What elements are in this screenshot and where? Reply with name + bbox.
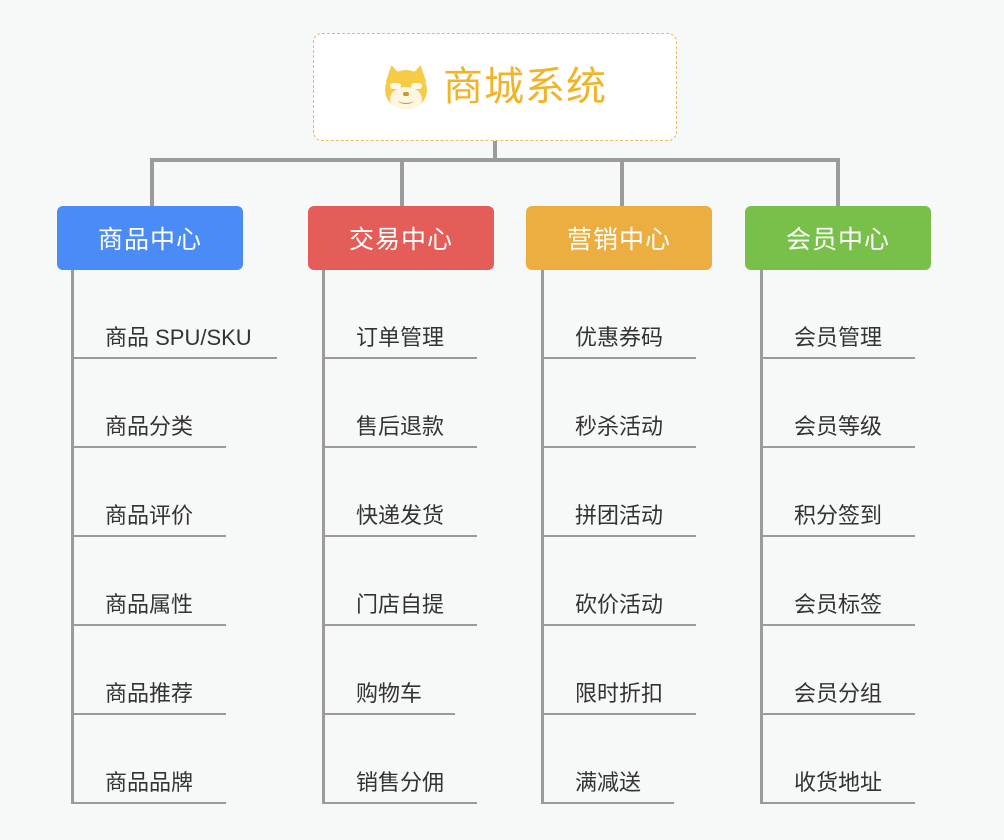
leaf-item-label: 商品属性: [105, 591, 194, 617]
category-label: 会员中心: [785, 226, 890, 254]
connector-root-stem: [493, 141, 497, 162]
leaf-item-label: 商品品牌: [105, 769, 194, 795]
leaf-item-label: 限时折扣: [575, 680, 664, 706]
connector-horizontal-bus: [150, 158, 840, 162]
leaf-item-label: 订单管理: [356, 324, 445, 350]
leaf-item-label: 门店自提: [356, 591, 445, 617]
leaf-rail: [541, 270, 544, 804]
leaf-item[interactable]: 购物车: [322, 626, 455, 715]
leaf-item[interactable]: 优惠券码: [541, 270, 696, 359]
leaf-item[interactable]: 砍价活动: [541, 537, 696, 626]
leaf-item[interactable]: 门店自提: [322, 537, 477, 626]
leaf-item[interactable]: 会员标签: [760, 537, 915, 626]
leaf-item-label: 销售分佣: [356, 769, 445, 795]
connector-drop-4: [836, 158, 840, 208]
leaf-item-label: 砍价活动: [575, 591, 664, 617]
leaf-item[interactable]: 订单管理: [322, 270, 477, 359]
leaf-item-label: 快递发货: [356, 502, 445, 528]
leaf-item-label: 拼团活动: [575, 502, 664, 528]
leaf-item-label: 优惠券码: [575, 324, 664, 350]
leaf-rail: [71, 270, 74, 804]
category-box-marketing-center[interactable]: 营销中心: [526, 206, 712, 270]
leaf-item-label: 商品 SPU/SKU: [105, 324, 252, 350]
leaf-item[interactable]: 商品分类: [71, 359, 226, 448]
leaf-item-label: 会员标签: [794, 591, 883, 617]
leaf-item[interactable]: 满减送: [541, 715, 674, 804]
leaf-item-label: 商品推荐: [105, 680, 194, 706]
leaf-item[interactable]: 商品推荐: [71, 626, 226, 715]
leaf-item[interactable]: 秒杀活动: [541, 359, 696, 448]
root-node-mall-system[interactable]: 商城系统: [313, 33, 677, 141]
connector-drop-2: [400, 158, 404, 208]
leaf-item[interactable]: 商品 SPU/SKU: [71, 270, 277, 359]
leaf-item-label: 秒杀活动: [575, 413, 664, 439]
leaf-item[interactable]: 快递发货: [322, 448, 477, 537]
category-label: 交易中心: [348, 226, 453, 254]
leaf-item[interactable]: 会员等级: [760, 359, 915, 448]
leaf-item[interactable]: 限时折扣: [541, 626, 696, 715]
connector-drop-3: [620, 158, 624, 208]
category-box-member-center[interactable]: 会员中心: [745, 206, 931, 270]
category-box-trade-center[interactable]: 交易中心: [308, 206, 494, 270]
leaf-item-label: 购物车: [356, 680, 423, 706]
leaf-item[interactable]: 积分签到: [760, 448, 915, 537]
leaf-item-label: 会员管理: [794, 324, 883, 350]
leaf-item-label: 商品评价: [105, 502, 194, 528]
leaf-item-label: 商品分类: [105, 413, 194, 439]
leaf-item[interactable]: 收货地址: [760, 715, 915, 804]
root-node-label: 商城系统: [443, 65, 607, 109]
leaf-rail: [760, 270, 763, 804]
leaf-item-label: 售后退款: [356, 413, 445, 439]
leaf-item[interactable]: 销售分佣: [322, 715, 477, 804]
category-label: 营销中心: [566, 226, 671, 254]
category-label: 商品中心: [97, 226, 202, 254]
leaf-item[interactable]: 售后退款: [322, 359, 477, 448]
leaf-item[interactable]: 会员分组: [760, 626, 915, 715]
connector-drop-1: [150, 158, 154, 208]
leaf-item-label: 收货地址: [794, 769, 883, 795]
leaf-item-label: 满减送: [575, 769, 642, 795]
leaf-item[interactable]: 商品评价: [71, 448, 226, 537]
leaf-item-label: 积分签到: [794, 502, 883, 528]
shiba-dog-face-icon: [382, 63, 430, 110]
leaf-item[interactable]: 拼团活动: [541, 448, 696, 537]
leaf-item[interactable]: 商品属性: [71, 537, 226, 626]
leaf-item-label: 会员等级: [794, 413, 883, 439]
leaf-rail: [322, 270, 325, 804]
category-box-product-center[interactable]: 商品中心: [57, 206, 243, 270]
leaf-item[interactable]: 商品品牌: [71, 715, 226, 804]
leaf-item-label: 会员分组: [794, 680, 883, 706]
leaf-item[interactable]: 会员管理: [760, 270, 915, 359]
